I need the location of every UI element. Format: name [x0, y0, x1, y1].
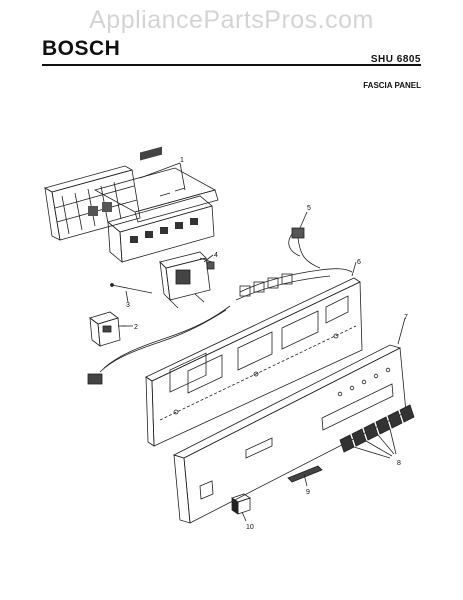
wiring-harness	[87, 268, 353, 385]
leader-line-1a	[139, 162, 181, 179]
callout-7: 7	[404, 314, 408, 321]
watermark-text: AppliancePartsPros.com	[89, 6, 374, 34]
part-8-button-set	[339, 404, 415, 459]
part-3-pin	[110, 283, 153, 294]
leader-line-1b	[179, 162, 186, 191]
callout-9: 9	[306, 489, 310, 496]
part-1-control-module	[43, 146, 219, 263]
callout-6: 6	[357, 259, 361, 266]
callout-1: 1	[180, 157, 184, 164]
leader-line-3	[125, 290, 129, 303]
callout-10: 10	[246, 524, 254, 531]
callout-4: 4	[214, 252, 218, 259]
part-5-wire-connector	[288, 227, 321, 269]
model-number: SHU 6805	[370, 54, 421, 65]
leader-line-4	[203, 254, 214, 263]
leader-line-10	[241, 511, 247, 522]
brand-logo: BOSCH	[42, 37, 121, 60]
callout-2: 2	[134, 324, 138, 331]
part-4-switch-bracket	[159, 251, 215, 309]
header-rule	[42, 64, 421, 66]
leader-line-9	[303, 473, 308, 487]
part-9-handle-strip	[287, 465, 323, 483]
leader-line-6	[351, 261, 357, 277]
section-title: FASCIA PANEL	[363, 81, 421, 90]
part-6-fascia-frame	[145, 277, 363, 447]
callout-8: 8	[397, 460, 401, 467]
leader-line-7	[397, 317, 406, 345]
part-7-front-panel	[172, 344, 407, 524]
callout-5: 5	[307, 205, 311, 212]
callout-3: 3	[126, 302, 130, 309]
leader-line-5	[299, 211, 308, 229]
part-10-clip	[231, 493, 251, 515]
part-2-switch-block	[89, 311, 126, 347]
